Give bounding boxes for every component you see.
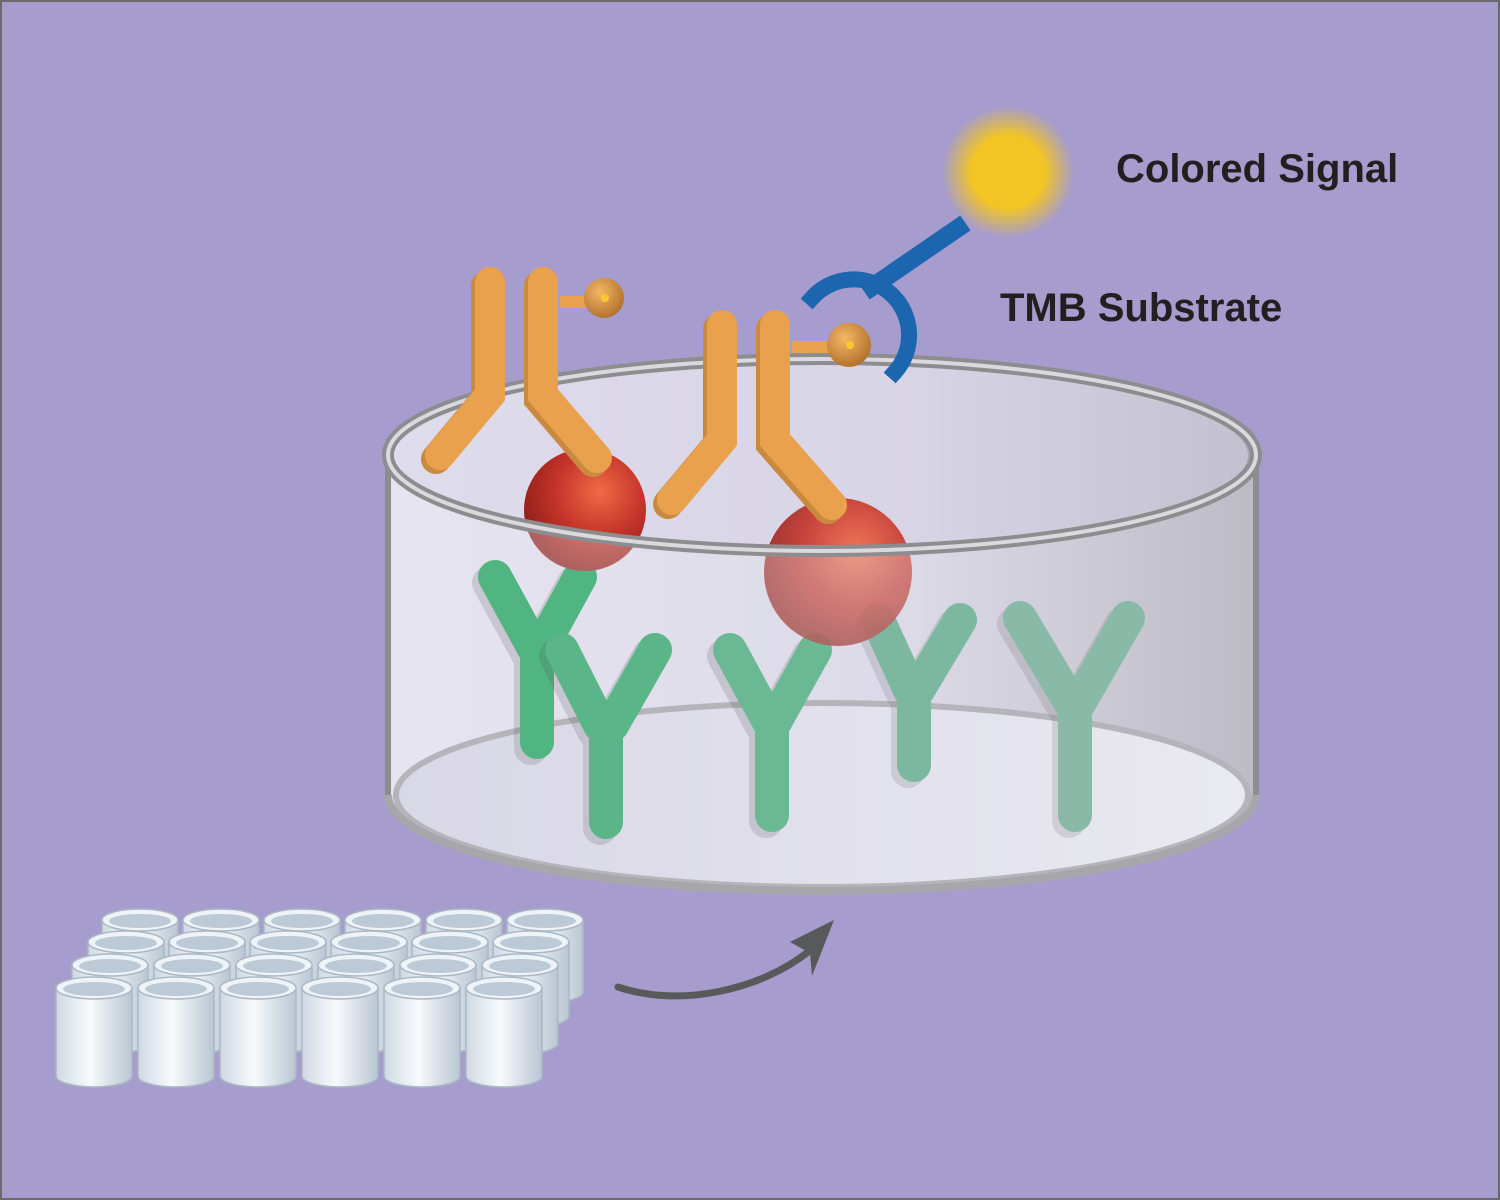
y-antibody-icon	[855, 603, 977, 788]
y-antibody-icon	[472, 560, 597, 765]
curved-arrow-icon	[614, 920, 834, 1000]
detection-antibodies	[421, 267, 871, 524]
tmb-substrate-label: TMB Substrate	[1000, 286, 1283, 330]
well-front	[382, 353, 1262, 895]
plate-tube	[55, 976, 133, 1088]
antigen-sphere-icon	[764, 498, 912, 646]
y-antibody-icon	[997, 601, 1145, 838]
enzyme-linked-antibody-icon	[653, 310, 871, 524]
colored-signal-label: Colored Signal	[1116, 147, 1399, 191]
glow-icon	[942, 106, 1074, 238]
plate-tube	[301, 976, 379, 1088]
y-antibody-icon	[707, 633, 832, 838]
microplate-icon	[55, 908, 584, 1088]
plate-tube	[383, 976, 461, 1088]
plate-tube	[219, 976, 297, 1088]
capture-antibodies	[472, 560, 1145, 845]
y-antibody-icon	[539, 633, 672, 845]
plate-tube	[465, 976, 543, 1088]
well-bottom-edge	[384, 794, 1260, 895]
plate-tube	[137, 976, 215, 1088]
enzyme-linked-antibody-icon	[421, 267, 624, 477]
substrate-arc-icon	[800, 215, 971, 384]
